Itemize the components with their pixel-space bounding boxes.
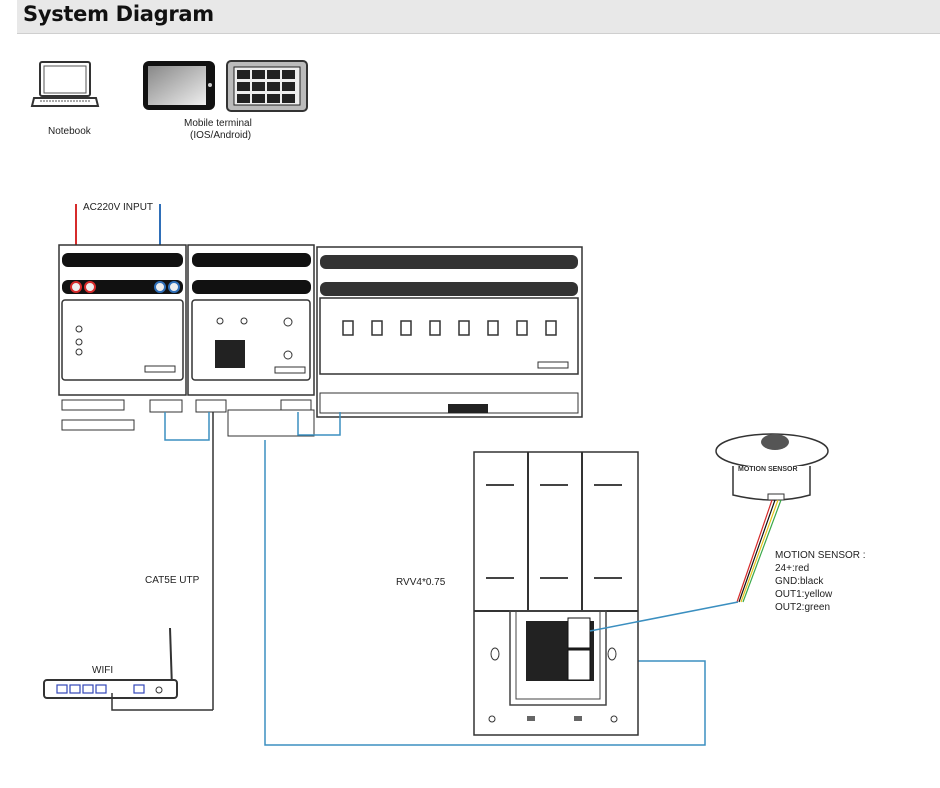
- power-supply-module: [58, 244, 187, 431]
- section-header: System Diagram: [17, 0, 940, 34]
- wifi-router-icon: [43, 627, 213, 711]
- legend-title: MOTION SENSOR :: [775, 550, 866, 561]
- motion-sensor-bus-wire: [589, 601, 739, 632]
- motion-sensor-legend: MOTION SENSOR : 24+:red GND:black OUT1:y…: [775, 550, 866, 613]
- mobile-label-line1: Mobile terminal: [184, 118, 252, 129]
- page-title: System Diagram: [23, 2, 214, 26]
- wall-switch-panel: [473, 451, 639, 736]
- legend-line: 24+:red: [775, 563, 809, 574]
- motion-sensor-body-label: MOTION SENSOR: [738, 466, 798, 473]
- cat5e-label: CAT5E UTP: [145, 575, 200, 586]
- mobile-label-line2: (IOS/Android): [190, 130, 251, 141]
- legend-line: GND:black: [775, 576, 824, 587]
- wifi-label: WIFI: [92, 665, 113, 676]
- rvv-bus-cable: [264, 440, 706, 746]
- legend-line: OUT2:green: [775, 602, 830, 613]
- bus-wire-1: [164, 412, 210, 441]
- notebook-icon: [30, 61, 100, 107]
- bus-wire-2: [297, 412, 341, 436]
- notebook-label: Notebook: [48, 126, 92, 137]
- legend-line: OUT1:yellow: [775, 589, 833, 600]
- tablet-icon: [143, 61, 215, 110]
- relay-actuator-module: [316, 246, 583, 418]
- motion-sensor-wires: [736, 499, 782, 603]
- ac-input-label: AC220V INPUT: [83, 202, 153, 213]
- motion-sensor-icon: [715, 433, 829, 501]
- rvv-label: RVV4*0.75: [396, 577, 446, 588]
- touch-panel-icon: [226, 60, 308, 112]
- ip-gateway-module: [187, 244, 315, 437]
